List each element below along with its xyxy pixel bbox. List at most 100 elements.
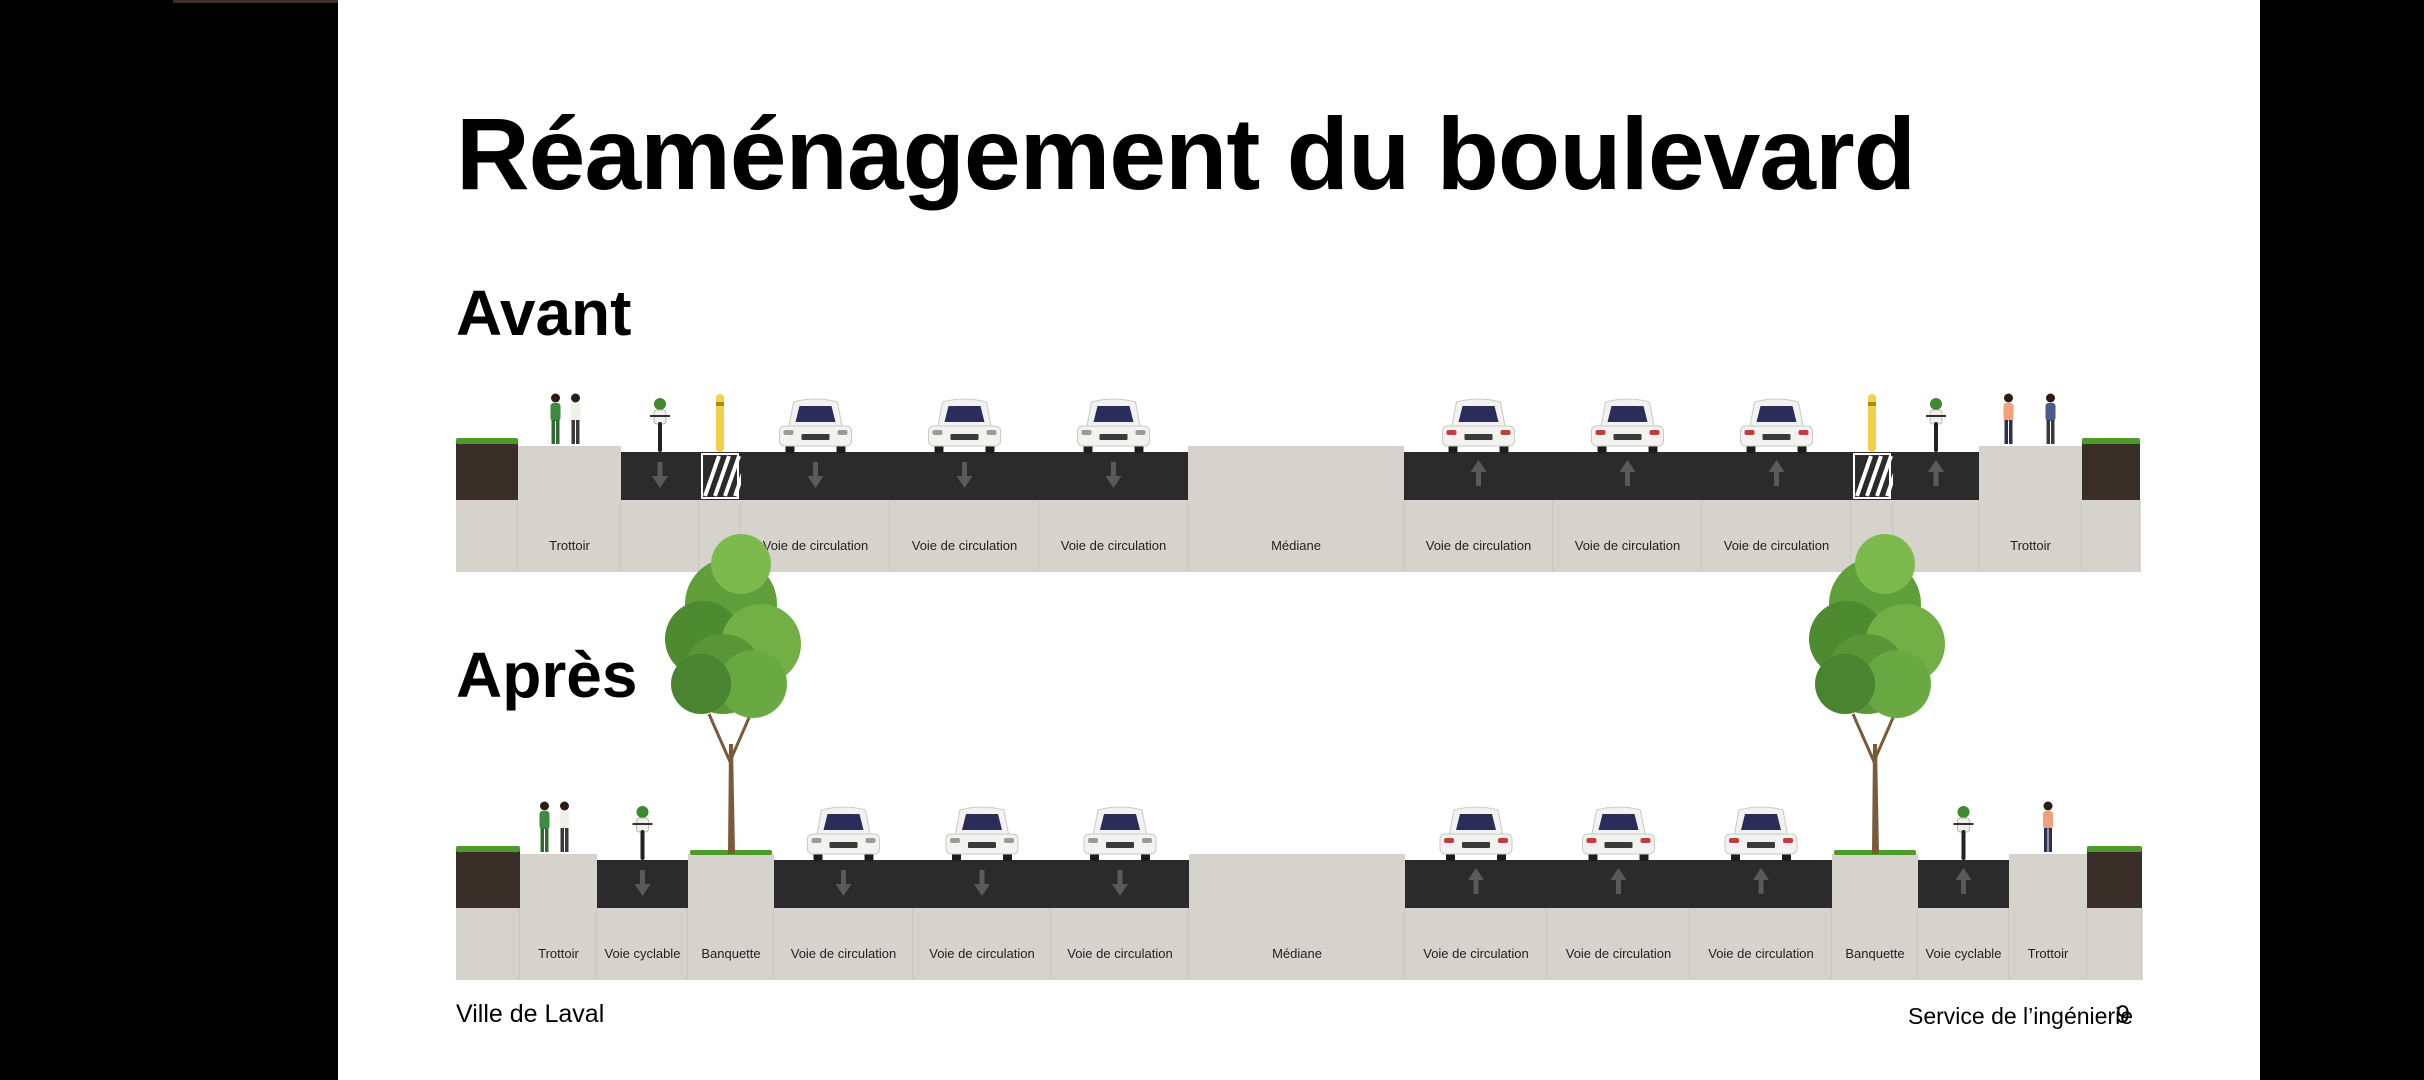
car-front-icon xyxy=(1083,806,1157,861)
slide-title: Réaménagement du boulevard xyxy=(456,97,1916,211)
segment-label: Voie de circulation xyxy=(929,946,1035,961)
segment-label-band xyxy=(2082,500,2140,572)
elderly-pedestrian-icon xyxy=(2045,393,2056,444)
car-front-icon xyxy=(1077,398,1150,453)
segment-label-band xyxy=(890,500,1039,572)
segment-label: Voie de circulation xyxy=(1423,946,1529,961)
segment-label-band xyxy=(1189,908,1405,980)
segment-label-band xyxy=(774,908,913,980)
segment-lane: Voie de circulation xyxy=(774,806,914,980)
car-rear-icon xyxy=(1740,398,1813,453)
pedestrian-icon xyxy=(2003,393,2014,444)
pedestrian-icon xyxy=(2043,801,2053,852)
soil-block xyxy=(2082,442,2140,500)
segment-lane: Voie de circulation xyxy=(890,398,1040,572)
segment-label: Trottoir xyxy=(538,946,579,961)
segment-label: Trottoir xyxy=(2010,538,2051,553)
segment-lane: Voie de circulation xyxy=(1690,806,1833,980)
segment-label: Voie de circulation xyxy=(1566,946,1672,961)
cyclist-icon xyxy=(1953,806,1974,860)
bollard-icon xyxy=(1868,394,1876,452)
grass xyxy=(456,438,518,444)
car-rear-icon xyxy=(1442,398,1515,453)
segment-lane: Voie de circulation xyxy=(1547,806,1691,980)
pedestrian-icon xyxy=(559,801,570,852)
segment-lane: Voie de circulation xyxy=(913,806,1052,980)
segment-bikelane: Voie cyclable xyxy=(1918,806,2010,980)
page-number: 9 xyxy=(2116,1001,2130,1029)
segment-lane: Voie de circulation xyxy=(1405,806,1548,980)
curb-surface xyxy=(520,854,597,908)
segment-sidewalk: Trottoir xyxy=(520,801,598,980)
lane-arrow-down-icon xyxy=(835,870,852,896)
curb-surface xyxy=(1189,854,1405,908)
segment-label: Voie de circulation xyxy=(1575,538,1681,553)
segment-label-band xyxy=(456,500,518,572)
segment-label-band xyxy=(1918,908,2009,980)
segment-soil xyxy=(2082,438,2141,572)
slide: Réaménagement du boulevard Avant Trottoi… xyxy=(338,0,2260,1080)
bollard-icon xyxy=(716,394,724,452)
soil-block xyxy=(2087,850,2142,908)
section-heading-after: Après xyxy=(456,639,638,711)
segment-bikelane xyxy=(1893,398,1980,572)
car-front-icon xyxy=(945,806,1019,861)
cyclist-icon xyxy=(1926,398,1946,452)
lane-arrow-down-icon xyxy=(807,462,824,488)
segment-label-band xyxy=(1553,500,1702,572)
curb-surface xyxy=(688,854,774,908)
cyclist-icon xyxy=(632,806,653,860)
segment-label: Médiane xyxy=(1271,538,1321,553)
segment-label: Voie de circulation xyxy=(791,946,897,961)
segment-label-band xyxy=(2009,908,2087,980)
car-rear-icon xyxy=(1724,806,1798,861)
segment-label: Voie de circulation xyxy=(1724,538,1830,553)
curb-surface xyxy=(1979,446,2082,500)
car-front-icon xyxy=(807,806,880,861)
lane-arrow-down-icon xyxy=(1105,462,1122,488)
lane-arrow-up-icon xyxy=(1768,460,1785,486)
segment-label-band xyxy=(621,500,699,572)
segment-label: Voie de circulation xyxy=(763,538,869,553)
car-rear-icon xyxy=(1582,806,1655,861)
segment-sidewalk: Trottoir xyxy=(518,393,622,572)
pedestrian-icon xyxy=(539,801,550,852)
lane-arrow-down-icon xyxy=(956,462,973,488)
segment-lane: Voie de circulation xyxy=(1039,398,1189,572)
lane-arrow-up-icon xyxy=(1955,868,1972,894)
segment-label: Voie de circulation xyxy=(1067,946,1173,961)
curb-surface xyxy=(518,446,621,500)
segment-planting: Banquette xyxy=(665,534,801,980)
segment-lane: Voie de circulation xyxy=(1404,398,1554,572)
lane-arrow-up-icon xyxy=(1470,460,1487,486)
segment-label-band xyxy=(1547,908,1690,980)
segment-label-band xyxy=(597,908,688,980)
segment-planting: Banquette xyxy=(1809,534,1945,980)
segment-label-band xyxy=(1405,908,1547,980)
lane-arrow-up-icon xyxy=(1610,868,1627,894)
section-heading-before: Avant xyxy=(456,277,632,349)
segment-label-band xyxy=(1188,500,1404,572)
segment-label: Voie cyclable xyxy=(1926,946,2002,961)
segment-label: Voie de circulation xyxy=(1426,538,1532,553)
segment-soil xyxy=(456,438,519,572)
segment-soil xyxy=(2087,846,2143,980)
segment-bikelane xyxy=(621,398,700,572)
segment-lane: Voie de circulation xyxy=(1702,398,1852,572)
footer-department: Service de l’ingénierie xyxy=(1908,1003,2134,1029)
segment-label-band xyxy=(1051,908,1189,980)
segment-label: Voie de circulation xyxy=(1061,538,1167,553)
lane-arrow-up-icon xyxy=(1468,868,1484,894)
tree-icon xyxy=(1809,534,1945,854)
grass xyxy=(2082,438,2140,444)
lane-arrow-up-icon xyxy=(1753,868,1769,894)
cyclist-icon xyxy=(650,398,670,452)
grass xyxy=(2087,846,2142,852)
tree-icon xyxy=(665,534,801,854)
pedestrian-icon xyxy=(570,393,581,444)
segment-label-band xyxy=(1702,500,1851,572)
segment-label: Trottoir xyxy=(2028,946,2069,961)
segment-median: Médiane xyxy=(1189,854,1406,980)
